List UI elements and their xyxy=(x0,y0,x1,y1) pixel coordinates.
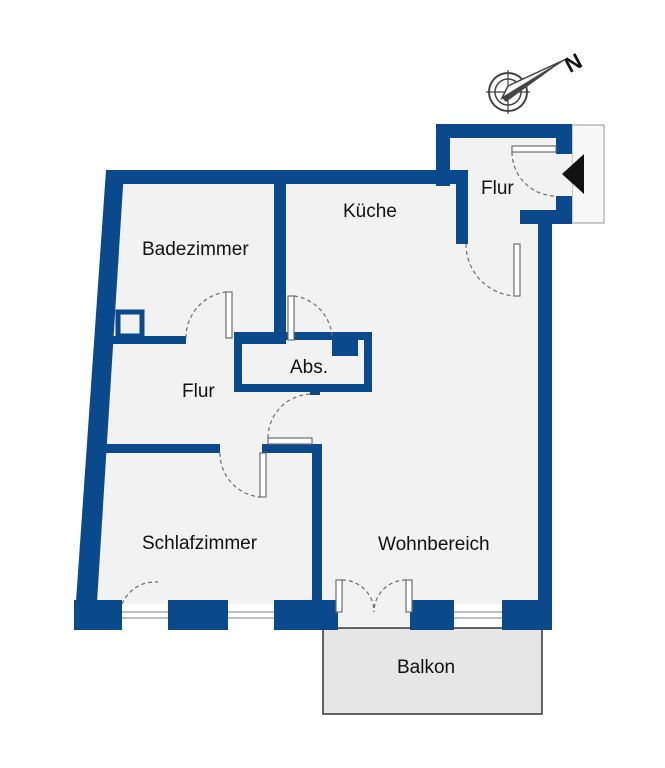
label-badezimmer: Badezimmer xyxy=(142,239,249,260)
label-flur-mid: Flur xyxy=(182,381,215,402)
doors xyxy=(121,145,557,613)
balcony-area xyxy=(322,627,543,715)
label-balkon: Balkon xyxy=(397,657,455,678)
floor-area xyxy=(82,128,572,612)
label-abs: Abs. xyxy=(290,357,328,378)
outer-walls xyxy=(74,124,572,630)
label-schlafzimmer: Schlafzimmer xyxy=(142,533,258,554)
compass-north-label: N xyxy=(560,48,586,78)
inner-walls xyxy=(104,182,372,604)
label-kueche: Küche xyxy=(343,201,397,222)
label-wohnbereich: Wohnbereich xyxy=(378,534,490,555)
compass-icon xyxy=(486,59,565,114)
entrance-triangle-icon xyxy=(562,154,584,194)
balcony-door-opening xyxy=(338,602,410,626)
windows xyxy=(122,604,502,626)
label-flur-top: Flur xyxy=(481,178,514,199)
